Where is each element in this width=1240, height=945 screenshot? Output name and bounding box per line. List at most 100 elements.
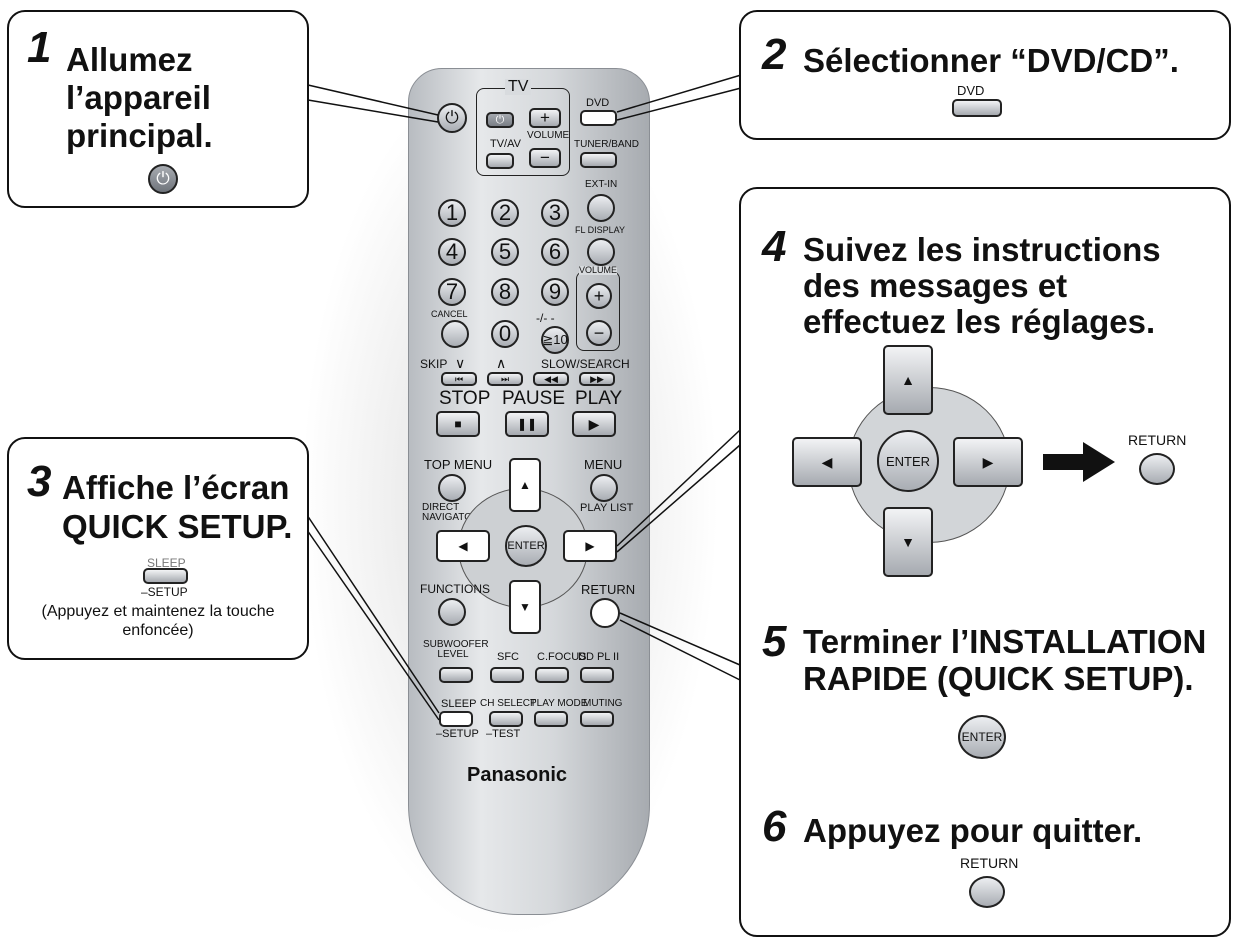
play-button[interactable]: ▶ [572,411,616,437]
step-2-box [739,10,1231,140]
step-5-line-2: RAPIDE (QUICK SETUP). [803,660,1194,697]
c-focus-label: C.FOCUS [537,651,587,663]
fl-display-button[interactable] [587,238,615,266]
ten-plus-button[interactable]: ≧10 [541,326,569,354]
cursor-down-button[interactable]: ▼ [883,507,933,577]
down-arrow-icon: ▼ [519,600,531,614]
remote-right-button[interactable]: ▶ [563,530,617,562]
leader-step3 [306,514,440,714]
ch-select-button[interactable] [489,711,523,727]
volume-up-button[interactable]: + [586,283,612,309]
minus-icon: − [540,148,550,167]
power-button[interactable]: ⏻ [437,103,467,133]
ext-in-button[interactable] [587,194,615,222]
cancel-button[interactable] [441,320,469,348]
step-4-number: 4 [762,222,787,271]
play-icon: ▶ [588,415,600,432]
down-arrow-icon: ▼ [901,534,915,550]
leader-step2b [616,87,742,121]
skip-back-icon: ⏮ [454,373,464,384]
tvav-button[interactable] [486,153,514,169]
play-mode-label: PLAY MODE [530,698,588,709]
dvd-button[interactable] [580,110,617,126]
remote-down-button[interactable]: ▼ [509,580,541,634]
cancel-label: CANCEL [431,309,468,319]
digit-2-button[interactable]: 2 [491,199,519,227]
subwoofer-level-button[interactable] [439,667,473,683]
digit-6-button[interactable]: 6 [541,238,569,266]
test-label: –TEST [486,728,521,740]
sleep-setup-button[interactable] [439,711,473,727]
digit-5-button[interactable]: 5 [491,238,519,266]
leader-step5b [619,619,741,681]
step-3-number: 3 [27,457,52,506]
fast-forward-button[interactable]: ▶▶ [579,372,615,386]
cursor-enter-button[interactable]: ENTER [877,430,939,492]
ch-select-label: CH SELECT [480,698,537,709]
remote-enter-button[interactable]: ENTER [505,525,547,567]
skip-forward-button[interactable]: ⏭ [487,372,523,386]
cursor-up-button[interactable]: ▲ [883,345,933,415]
menu-button[interactable] [590,474,618,502]
step-3-sleep-setup-button[interactable] [143,568,188,584]
menu-label: MENU [584,457,623,472]
skip-back-button[interactable]: ⏮ [441,372,477,386]
skip-label: SKIP [420,357,448,371]
step-1-line-2: l’appareil [66,79,211,116]
muting-button[interactable] [580,711,614,727]
return-button[interactable] [590,598,620,628]
remote-left-button[interactable]: ◀ [436,530,490,562]
fl-display-label: FL DISPLAY [575,225,626,235]
tuner-band-button[interactable] [580,152,617,168]
leader-step1b [307,99,439,123]
rewind-button[interactable]: ◀◀ [533,372,569,386]
step-1-line-3: principal. [66,117,213,154]
step-2-dvd-label: DVD [957,83,985,98]
rewind-icon: ◀◀ [544,373,558,384]
tv-power-button[interactable]: ⏻ [486,112,514,128]
sfc-label: SFC [497,651,519,663]
tv-volume-label: VOLUME [527,130,570,141]
left-arrow-icon: ◀ [821,453,833,470]
step-2-number: 2 [762,30,787,79]
tvav-label: TV/AV [490,138,521,150]
step-3-line-1: Affiche l’écran [62,469,290,506]
remote-up-button[interactable]: ▲ [509,458,541,512]
dpl-button[interactable] [580,667,614,683]
c-focus-button[interactable] [535,667,569,683]
step-4-return-button[interactable] [1139,453,1175,485]
top-menu-button[interactable] [438,474,466,502]
step-2-dvd-button[interactable] [952,99,1002,117]
step-6-number: 6 [762,802,787,851]
tv-volume-down-button[interactable]: − [529,148,561,168]
pause-button[interactable]: ❚❚ [505,411,549,437]
stop-button[interactable]: ■ [436,411,480,437]
volume-label: VOLUME [579,265,618,275]
dvd-label: DVD [586,97,610,109]
functions-button[interactable] [438,598,466,626]
volume-down-button[interactable]: − [586,320,612,346]
sfc-button[interactable] [490,667,524,683]
arrow-right-icon [1043,442,1115,482]
digit-4-button[interactable]: 4 [438,238,466,266]
digit-0-button[interactable]: 0 [491,320,519,348]
step-2-line-1: Sélectionner “DVD/CD”. [803,42,1179,79]
digit-7-button[interactable]: 7 [438,278,466,306]
digit-1-button[interactable]: 1 [438,199,466,227]
cursor-right-button[interactable]: ▶ [953,437,1023,487]
up-arrow-icon: ▲ [901,372,915,388]
tv-volume-up-button[interactable]: + [529,108,561,128]
play-mode-button[interactable] [534,711,568,727]
step-1-power-button[interactable]: ⏻ [148,164,178,194]
play-label: PLAY [575,388,623,409]
muting-label: MUTING [583,698,623,709]
digit-3-button[interactable]: 3 [541,199,569,227]
digit-8-button[interactable]: 8 [491,278,519,306]
step-5-enter-button[interactable]: ENTER [958,715,1006,759]
cursor-left-button[interactable]: ◀ [792,437,862,487]
right-arrow-icon: ▶ [982,453,994,470]
power-icon: ⏻ [445,108,459,127]
step-6-return-button[interactable] [969,876,1005,908]
digit-9-button[interactable]: 9 [541,278,569,306]
